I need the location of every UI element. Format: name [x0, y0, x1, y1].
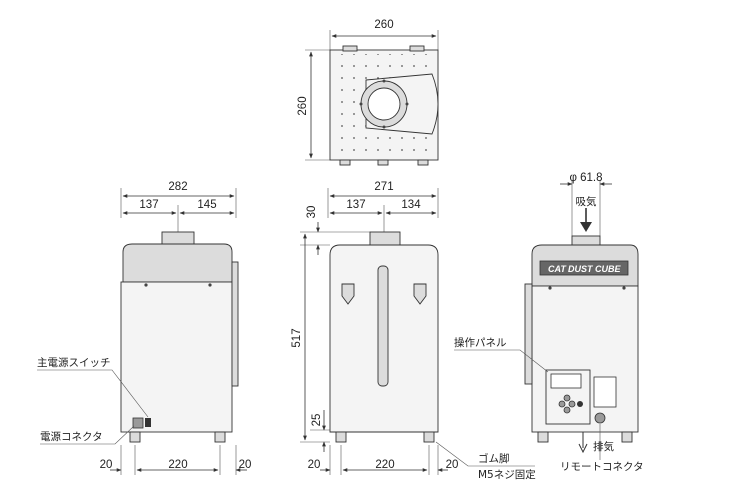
label-control-panel: 操作パネル	[454, 336, 507, 349]
rear-foot-left-dim: 20	[100, 459, 113, 471]
side-foot-right-dim: 20	[446, 459, 459, 471]
side-right-part: 134	[401, 199, 421, 211]
side-handle	[377, 265, 389, 387]
label-main-power-switch: 主電源スイッチ	[37, 356, 111, 369]
label-power-connector: 電源コネクタ	[40, 430, 103, 443]
rear-power-connector	[132, 417, 144, 429]
side-foot-left-dim: 20	[308, 459, 321, 471]
top-width-dim: 260	[374, 19, 393, 31]
rear-view: 282 137 145 20 220 20 主電源スイッチ 電源コネクタ	[37, 181, 251, 475]
rear-power-switch	[145, 418, 151, 427]
rear-body	[120, 281, 233, 433]
rear-top-cover	[122, 243, 233, 283]
rear-side-handle	[231, 261, 239, 387]
rear-right-part: 145	[197, 199, 216, 211]
front-logo-band	[539, 260, 629, 276]
side-latch-right	[413, 283, 427, 305]
rear-total-width: 282	[168, 181, 187, 193]
front-side-handle	[524, 283, 533, 385]
side-total-width: 271	[374, 181, 393, 193]
inlet-diameter: φ 61.8	[569, 172, 602, 184]
panel-display	[550, 373, 582, 389]
label-rubber-feet: ゴム脚	[478, 452, 510, 465]
remote-label-plate	[593, 376, 617, 408]
label-intake: 吸気	[576, 195, 597, 208]
front-view: φ 61.8 吸気 CAT DUST CUBE 排気 操作パネル リモー	[454, 172, 644, 473]
label-exhaust: 排気	[593, 440, 614, 453]
side-foot-height: 25	[311, 414, 323, 427]
side-height-dim: 517	[291, 328, 303, 347]
exhaust-arrow-icon	[578, 443, 588, 454]
side-foot-span-dim: 220	[375, 459, 394, 471]
remote-connector	[594, 412, 606, 424]
top-depth-dim: 260	[297, 96, 309, 115]
label-remote-connector: リモートコネクタ	[560, 461, 644, 473]
top-view: 260 260	[297, 19, 439, 166]
side-foot-right	[423, 431, 435, 443]
front-logo: DUST CUBE	[568, 264, 621, 274]
rear-foot-span-dim: 220	[168, 459, 187, 471]
label-m5-screw: M5ネジ固定	[478, 468, 536, 481]
rear-foot-right-dim: 20	[239, 459, 252, 471]
side-left-part: 137	[346, 199, 365, 211]
side-view: 271 137 134 30 517 25 20 22	[291, 181, 536, 481]
side-top-offset: 30	[306, 206, 318, 219]
rear-left-part: 137	[139, 199, 158, 211]
front-brand: CAT	[548, 264, 567, 274]
intake-arrow-icon	[580, 222, 592, 232]
rear-foot-right	[214, 431, 226, 443]
rear-foot-left	[129, 431, 141, 443]
side-foot-left	[335, 431, 347, 443]
side-latch-left	[341, 283, 355, 305]
